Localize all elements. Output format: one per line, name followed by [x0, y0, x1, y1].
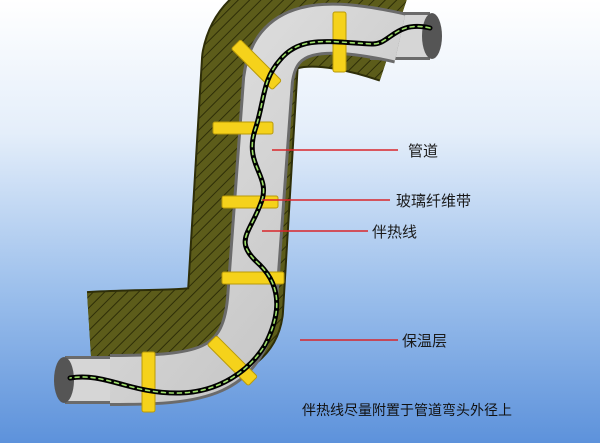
heat-tracing-cable-dash: [69, 25, 431, 394]
label-heat-tracing-cable: 伴热线: [372, 223, 418, 241]
tape-band: [207, 335, 258, 386]
leader-lines: [262, 149, 398, 341]
tape-band: [141, 351, 156, 413]
label-insulation-layer: 保温层: [402, 332, 448, 350]
pipe-body: [109, 5, 406, 403]
tape-band: [212, 121, 274, 135]
pipe-end-right-cap: [422, 13, 442, 59]
label-glass-fiber-tape: 玻璃纤维带: [396, 192, 472, 210]
tape-band: [221, 195, 279, 209]
pipe-end-left-cap: [54, 357, 74, 403]
label-pipe: 管道: [408, 142, 439, 160]
diagram-caption: 伴热线尽量附置于管道弯头外径上: [302, 403, 512, 419]
